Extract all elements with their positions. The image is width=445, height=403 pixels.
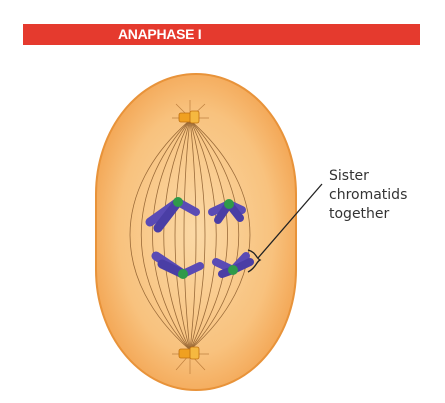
- page-title: ANAPHASE I: [118, 26, 202, 42]
- chromosome-lower-right: [212, 252, 254, 278]
- annotation-label: Sister chromatids together: [329, 167, 407, 224]
- centrosome-top: [178, 110, 200, 124]
- header-banner: ANAPHASE I: [23, 24, 420, 45]
- chromosome-upper-right: [208, 199, 246, 224]
- annotation-bracket: [247, 183, 323, 273]
- spindle-fibers: [129, 119, 251, 351]
- chromosome-upper-left: [145, 197, 200, 233]
- annotation-line-3: together: [329, 206, 390, 222]
- annotation-line-1: Sister: [329, 168, 369, 184]
- annotation-line-2: chromatids: [329, 187, 408, 203]
- chromosome-lower-left: [151, 251, 204, 279]
- centrosome-bottom: [178, 346, 200, 360]
